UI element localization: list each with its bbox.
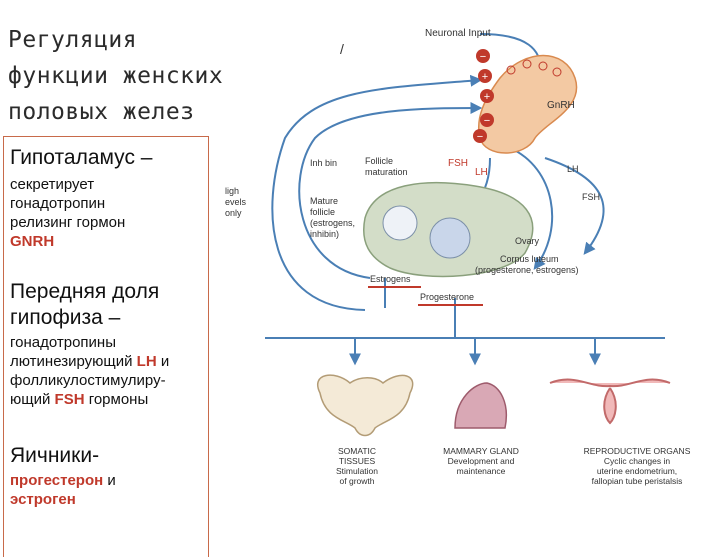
fsh-diagram-label: FSH: [448, 158, 468, 169]
hypothalamus-line-1: секретирует: [10, 176, 95, 193]
mature-follicle-4: inhibin): [310, 229, 339, 239]
ovaries-and: и: [103, 472, 116, 489]
title-line-3: половых желез: [8, 99, 195, 125]
fsh-right-label: FSH: [582, 192, 600, 202]
hypothalamus-body: секретирует гонадотропин релизинг гормон…: [10, 175, 210, 251]
corpus-luteum-2: (progesterone, estrogens): [475, 265, 579, 275]
lh-diagram-label: LH: [475, 167, 488, 178]
pituitary-line-2-post: и: [156, 353, 170, 370]
pituitary-line-4-pre: ющий: [10, 391, 55, 408]
pituitary-shape: [478, 54, 578, 154]
lh-label: LH: [136, 353, 157, 370]
somatic-3: Stimulation: [336, 466, 378, 476]
somatic-1: SOMATIC: [338, 446, 376, 456]
mammary-illustration: [454, 382, 507, 429]
pituitary-block: Передняя доля гипофиза – гонадотропины л…: [10, 279, 210, 409]
pituitary-body: гонадотропины лютинезирующий LH и фоллик…: [10, 333, 210, 409]
neuron-2: [522, 59, 532, 69]
info-panel: Гипоталамус – секретирует гонадотропин р…: [3, 136, 209, 557]
hypothalamus-block: Гипоталамус – секретирует гонадотропин р…: [10, 145, 210, 251]
minus-sign-1: −: [480, 51, 486, 63]
pituitary-heading-1: Передняя доля: [10, 280, 160, 303]
neuron-3: [538, 61, 548, 71]
progesterone-label: прогестерон: [10, 472, 104, 489]
pituitary-line-4-post: гормоны: [84, 391, 149, 408]
fsh-label: FSH: [54, 391, 85, 408]
diagram-labels: / Neuronal Input GnRH Inh bin Follicle m…: [225, 28, 600, 306]
plus-circle-1: [478, 69, 492, 83]
plus-sign-2: +: [484, 91, 490, 103]
sign-markers: − + + − −: [473, 49, 494, 143]
ovaries-body: прогестерон и эстроген: [10, 471, 210, 509]
right-loop: [544, 157, 605, 255]
feedback-loop-outer: [271, 74, 483, 311]
mammary-3: maintenance: [457, 466, 506, 476]
mature-follicle-2: follicle: [310, 207, 335, 217]
reproductive-illustration: [549, 378, 671, 425]
hypothalamus-heading: Гипоталамус –: [10, 146, 153, 169]
reproductive-3: uterine endometrium,: [597, 466, 677, 476]
pituitary-line-2: лютинезирующий LH и: [10, 352, 210, 371]
pituitary-line-3: фолликулостимулиру-: [10, 372, 166, 389]
neuron-4: [552, 67, 562, 77]
inhbin-label: Inh bin: [310, 158, 337, 168]
pituitary-heading-2: гипофиза –: [10, 306, 121, 329]
hypothalamus-line-3: релизинг гормон: [10, 214, 126, 231]
estrogens-label: Estrogens: [370, 274, 411, 284]
pituitary-line-2-pre: лютинезирующий: [10, 353, 137, 370]
organ-labels: SOMATIC TISSUES Stimulation of growth MA…: [336, 446, 691, 486]
lh-right-label: LH: [567, 164, 579, 174]
title-line-1: Регуляция: [8, 27, 138, 53]
plus-circle-2: [480, 89, 494, 103]
feedback-loop-inner: [298, 102, 483, 279]
minus-sign-3: −: [477, 131, 483, 143]
neuronal-input-label: Neuronal Input: [425, 28, 491, 39]
mature-follicle-1: Mature: [310, 196, 338, 206]
reproductive-1: REPRODUCTIVE ORGANS: [584, 446, 691, 456]
minus-circle-3: [473, 129, 487, 143]
neurons: [506, 59, 562, 77]
mature-follicle-3: (estrogens,: [310, 218, 355, 228]
ovaries-heading: Яичники-: [10, 444, 100, 467]
follicle-maturation-2: maturation: [365, 167, 408, 177]
left-clip-2: evels: [225, 197, 247, 207]
minus-sign-2: −: [484, 115, 490, 127]
mammary-2: Development and: [448, 456, 515, 466]
corpus-luteum-1: Corpus luteum: [500, 254, 559, 264]
gnrh-label: GNRH: [10, 233, 55, 250]
minus-circle-1: [476, 49, 490, 63]
somatic-2: TISSUES: [339, 456, 376, 466]
left-clip-3: only: [225, 208, 242, 218]
ovaries-block: Яичники- прогестерон и эстроген: [10, 443, 210, 509]
hypothalamus-line-2: гонадотропин: [10, 195, 106, 212]
reproductive-4: fallopian tube peristalsis: [592, 476, 683, 486]
slide-title: Регуляция функции женских половых желез: [8, 22, 248, 130]
somatic-4: of growth: [340, 476, 375, 486]
diagram-svg: − + + − − / Neuronal Input GnRH Inh bin …: [225, 28, 691, 486]
lh-arrow: [509, 147, 554, 270]
mammary-1: MAMMARY GLAND: [443, 446, 519, 456]
plus-sign-1: +: [482, 71, 488, 83]
follicle-maturation-1: Follicle: [365, 156, 393, 166]
slash-mark: /: [340, 41, 344, 57]
neuron-1: [506, 65, 516, 75]
ovaries-line-1: прогестерон и: [10, 471, 210, 490]
reproductive-2: Cyclic changes in: [604, 456, 670, 466]
pituitary-line-1: гонадотропины: [10, 334, 116, 351]
follicle-shape: [382, 205, 418, 241]
pelvis-illustration: [317, 374, 414, 437]
left-clip-1: ligh: [225, 186, 239, 196]
minus-circle-2: [480, 113, 494, 127]
corpus-luteum-shape: [429, 217, 471, 259]
estrogen-label: эстроген: [10, 491, 76, 508]
gnrh-diagram-label: GnRH: [547, 100, 575, 111]
regulation-diagram: − + + − − / Neuronal Input GnRH Inh bin …: [225, 8, 720, 528]
progesterone-diagram-label: Progesterone: [420, 292, 474, 302]
pituitary-line-4: ющий FSH гормоны: [10, 390, 210, 409]
ovary-label: Ovary: [515, 236, 540, 246]
title-line-2: функции женских: [8, 63, 224, 89]
